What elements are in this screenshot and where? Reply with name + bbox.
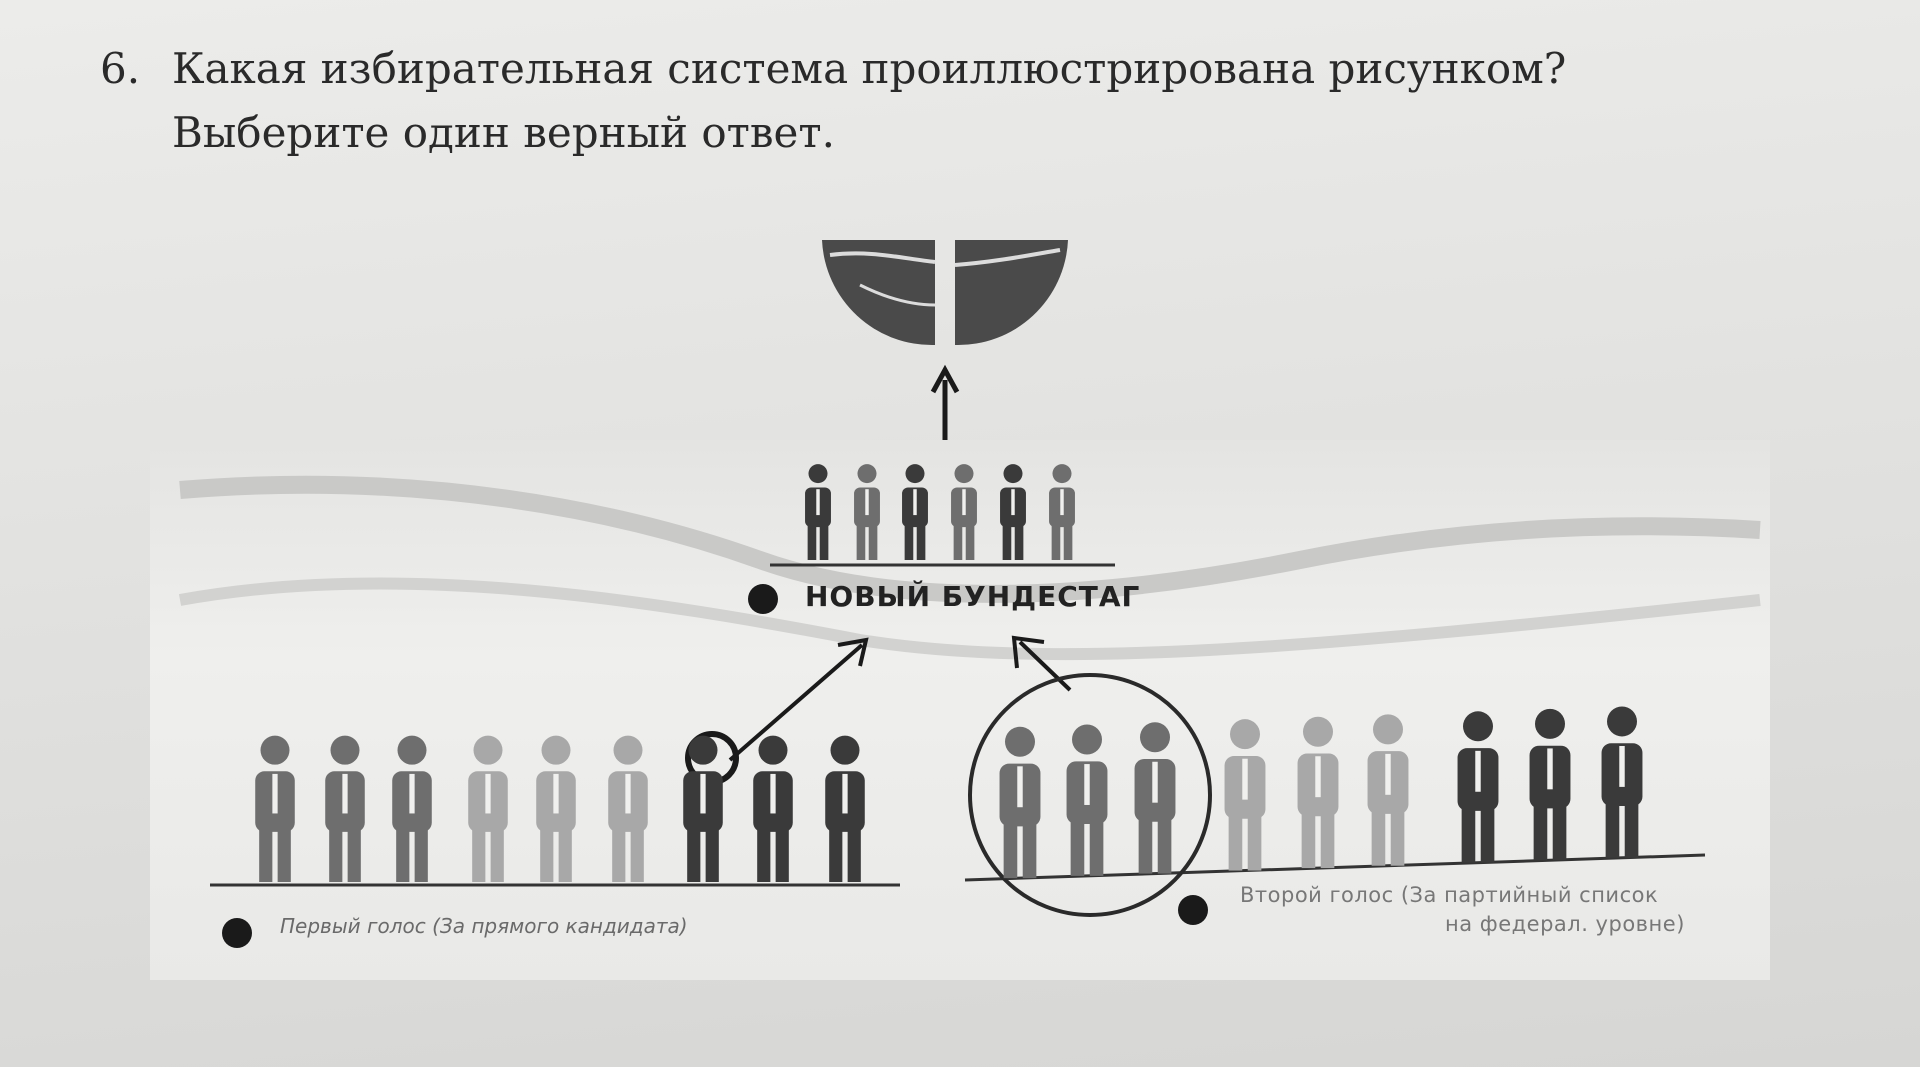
person-icon — [753, 735, 793, 882]
arrow-first-vote-icon — [728, 637, 869, 762]
parliament-dome-icon — [822, 240, 1068, 346]
person-icon — [1529, 708, 1571, 861]
second-vote-bullet-icon — [1178, 895, 1208, 925]
person-icon — [1601, 706, 1643, 858]
person-icon — [1297, 716, 1339, 869]
person-icon — [468, 735, 508, 882]
wave-decoration — [178, 577, 1761, 661]
second-vote-label-line1: Второй голос (За партийный список — [1240, 883, 1659, 907]
second-vote-label-line2: на федерал. уровне) — [1445, 912, 1685, 936]
person-icon — [825, 735, 865, 882]
person-icon — [854, 464, 880, 560]
person-icon — [536, 735, 576, 882]
second-vote-baseline — [964, 853, 1706, 882]
person-icon — [805, 464, 831, 560]
person-icon — [1066, 724, 1108, 876]
person-icon — [1000, 464, 1026, 560]
party-list-circle — [968, 673, 1212, 917]
person-icon — [999, 726, 1041, 879]
question-instruction: Выберите один верный ответ. — [172, 108, 835, 157]
person-icon — [951, 464, 977, 560]
person-icon — [1367, 714, 1409, 866]
first-vote-label: Первый голос (За прямого кандидата) — [280, 914, 688, 938]
arrow-up-icon — [930, 364, 960, 440]
first-vote-bullet-icon — [222, 918, 252, 948]
parliament-label: НОВЫЙ БУНДЕСТАГ — [805, 580, 1141, 613]
arrow-second-vote-icon — [1011, 635, 1072, 692]
person-icon — [255, 735, 295, 882]
voter-figures — [255, 464, 1643, 882]
person-icon — [392, 735, 432, 882]
bundestag-bullet-icon — [748, 584, 778, 614]
person-icon — [1457, 711, 1499, 863]
person-icon — [1134, 722, 1176, 874]
person-icon — [902, 464, 928, 560]
question-text: Какая избирательная система проиллюстрир… — [172, 44, 1567, 93]
person-icon — [683, 735, 723, 882]
person-icon — [325, 735, 365, 882]
person-icon — [608, 735, 648, 882]
person-icon — [1049, 464, 1075, 560]
question-number: 6. — [100, 44, 141, 93]
person-icon — [1224, 719, 1266, 871]
wave-decoration — [179, 475, 1761, 603]
